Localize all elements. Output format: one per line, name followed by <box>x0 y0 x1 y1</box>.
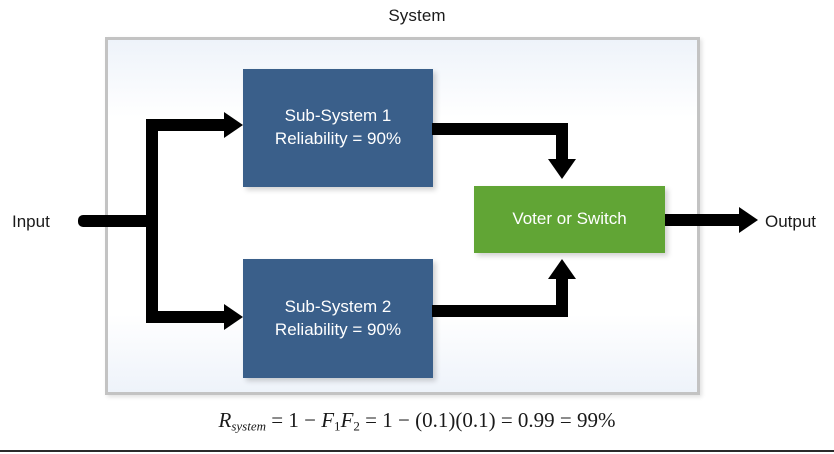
output-label: Output <box>765 212 817 231</box>
formula-f1-subscript: 1 <box>334 418 341 434</box>
arrowhead-into-voter-bottom <box>548 259 576 279</box>
output-wire <box>665 214 741 226</box>
formula-r-subscript: system <box>231 418 267 434</box>
merge-wire-top-vertical <box>556 123 568 163</box>
arrowhead-into-voter-top <box>548 159 576 179</box>
input-wire <box>78 215 158 227</box>
page-title: System <box>388 6 446 25</box>
merge-wire-bottom-horizontal <box>432 305 568 317</box>
formula-f2-subscript: 2 <box>353 418 360 434</box>
formula-f1-symbol: F <box>321 408 335 432</box>
sub-system-2-name: Sub-System 2 <box>284 296 392 316</box>
formula-eq-1: = 1 − <box>266 408 322 432</box>
branch-wire-to-subsystem-1 <box>146 119 226 131</box>
block-sub-system-1[interactable]: Sub-System 1 Reliability = 90% <box>243 69 433 187</box>
sub-system-1-name: Sub-System 1 <box>284 106 392 126</box>
input-label: Input <box>12 212 50 231</box>
arrowhead-into-subsystem-2 <box>224 304 243 330</box>
block-sub-system-2[interactable]: Sub-System 2 Reliability = 90% <box>243 259 433 378</box>
formula-f2-symbol: F <box>340 408 354 432</box>
branch-wire-to-subsystem-2 <box>146 311 226 323</box>
merge-wire-top-horizontal <box>432 123 568 135</box>
formula-eq-2: = 1 − (0.1)(0.1) = 0.99 = 99% <box>359 408 616 432</box>
arrowhead-into-subsystem-1 <box>224 112 243 138</box>
voter-label: Voter or Switch <box>512 209 627 229</box>
formula-r-symbol: R <box>218 408 232 432</box>
input-splitter-bar <box>146 119 158 323</box>
merge-wire-bottom-vertical <box>556 277 568 317</box>
sub-system-2-reliability: Reliability = 90% <box>274 319 402 339</box>
bottom-divider <box>0 450 834 452</box>
block-voter-or-switch[interactable]: Voter or Switch <box>474 186 665 253</box>
arrowhead-output <box>739 207 758 233</box>
sub-system-1-reliability: Reliability = 90% <box>274 129 402 148</box>
reliability-formula: Rsystem = 1 − F1F2 = 1 − (0.1)(0.1) = 0.… <box>0 408 834 435</box>
